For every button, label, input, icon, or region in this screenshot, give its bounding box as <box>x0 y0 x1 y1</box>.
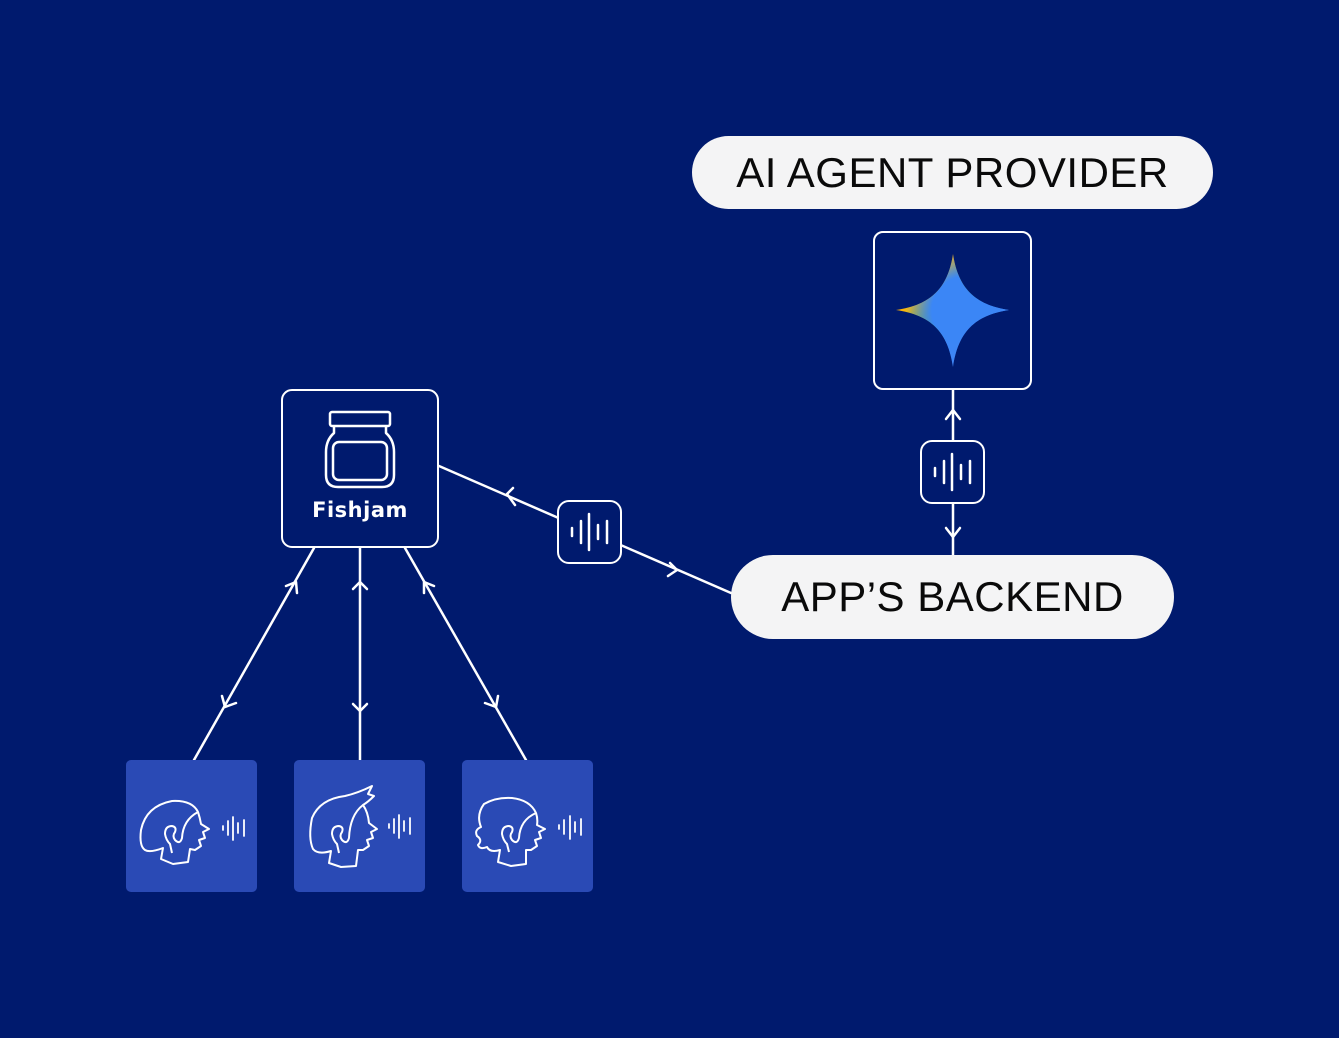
participant-tile-2[interactable] <box>294 760 425 892</box>
arrow-down-icon <box>220 694 238 709</box>
arrow-up-icon <box>422 580 436 595</box>
jar-icon <box>324 410 396 489</box>
speaking-head-icon <box>139 799 210 865</box>
audio-wave-icon <box>222 816 245 841</box>
arrow-up-icon <box>284 580 299 595</box>
arrow-up-icon <box>944 408 962 421</box>
arrow-right-icon <box>666 561 679 578</box>
apps-backend-pill[interactable]: APP’S BACKEND <box>731 555 1174 639</box>
audio-badge-fishjam-backend <box>557 500 622 564</box>
participant-tile-1[interactable] <box>126 760 257 892</box>
audio-wave-icon <box>933 452 972 492</box>
arrow-down-icon <box>351 702 369 713</box>
audio-wave-icon <box>558 815 582 840</box>
arrow-left-icon <box>505 486 517 507</box>
ai-provider-node[interactable] <box>873 231 1032 390</box>
speaking-head-icon <box>309 785 378 868</box>
ai-agent-provider-label: AI AGENT PROVIDER <box>736 148 1169 196</box>
audio-wave-icon <box>570 512 609 552</box>
arrow-up-icon <box>351 580 369 591</box>
participant-tile-3[interactable] <box>462 760 593 892</box>
speaking-head-icon <box>475 796 546 867</box>
arrow-down-icon <box>483 694 500 709</box>
apps-backend-label: APP’S BACKEND <box>781 573 1124 620</box>
edge-fishjam-participant-1 <box>192 546 316 762</box>
fishjam-node[interactable] <box>281 389 439 548</box>
fishjam-label: Fishjam <box>312 498 408 522</box>
edge-fishjam-participant-3 <box>403 546 528 762</box>
gemini-sparkle-icon <box>896 254 1009 367</box>
arrow-down-icon <box>944 526 962 539</box>
audio-wave-icon <box>388 814 411 839</box>
ai-agent-provider-pill[interactable]: AI AGENT PROVIDER <box>692 136 1213 209</box>
audio-badge-backend-provider <box>920 440 985 504</box>
